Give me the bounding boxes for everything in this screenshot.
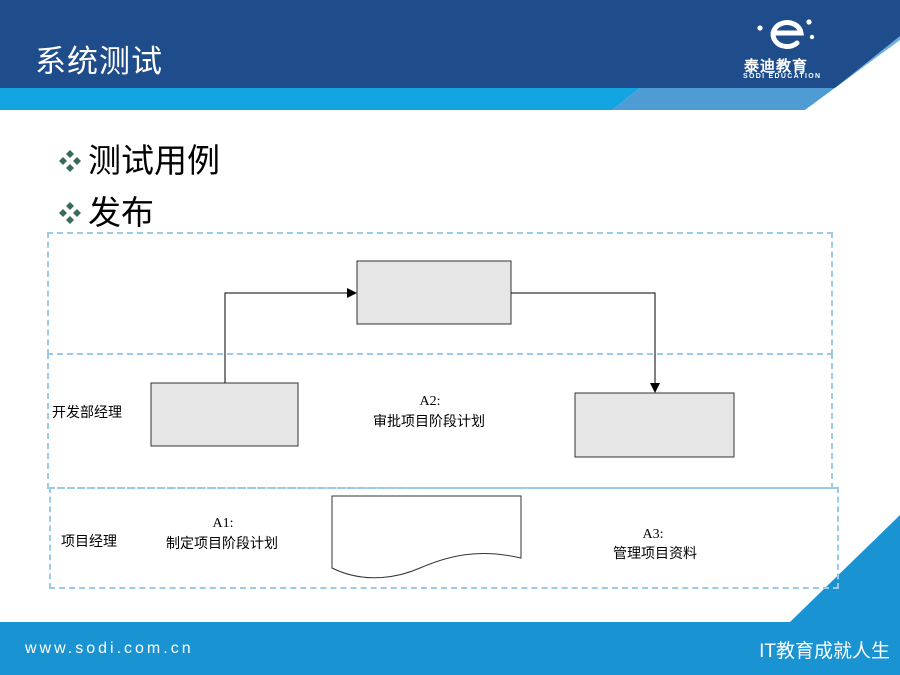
footer-url: www.sodi.com.cn	[25, 640, 194, 657]
activity-text-a3: 管理项目资料	[613, 545, 697, 561]
activity-id-a1: A1:	[212, 516, 234, 531]
e-logo-icon	[757, 19, 815, 49]
header-diagonal-cut	[805, 40, 900, 110]
diamond-bullet-icon	[59, 202, 81, 224]
header-bar	[0, 0, 900, 88]
bullet-text: 测试用例	[88, 142, 220, 179]
swimlane-top	[47, 232, 833, 355]
activity-id-a2: A2:	[419, 394, 441, 409]
activity-text-a1: 制定项目阶段计划	[166, 535, 278, 551]
logo-subtitle: SODI EDUCATION	[743, 73, 822, 80]
activity-text-a2: 审批项目阶段计划	[373, 413, 485, 429]
slide-title: 系统测试	[35, 44, 163, 79]
footer-slogan: IT教育成就人生	[759, 641, 890, 662]
activity-id-a3: A3:	[642, 527, 664, 542]
footer-diagonal	[790, 515, 900, 622]
header-diagonal-accent	[835, 36, 900, 88]
diamond-bullet-icon	[59, 150, 81, 172]
header-stripe	[0, 88, 640, 110]
swimlane-project-manager	[49, 487, 839, 589]
footer-bar	[0, 622, 900, 675]
bullet-text: 发布	[88, 194, 154, 231]
swimlane-label-dev-manager: 开发部经理	[52, 404, 122, 420]
bullet-item: 发布	[57, 193, 154, 233]
header-stripe-light	[612, 88, 835, 110]
bullet-item: 测试用例	[57, 141, 220, 181]
swimlane-label-project-manager: 项目经理	[61, 533, 117, 549]
logo-name: 泰迪教育	[744, 58, 809, 75]
